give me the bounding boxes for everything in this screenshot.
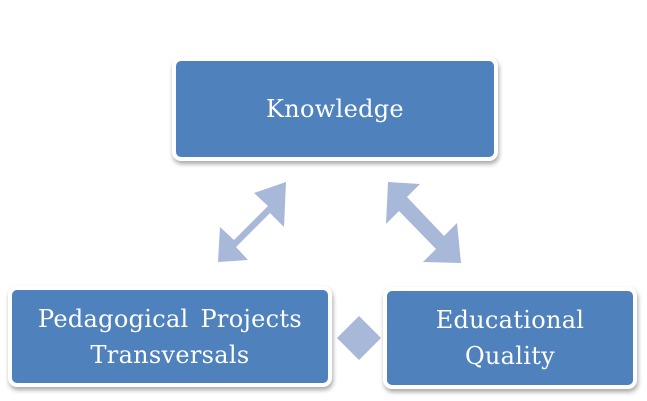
node-educational-quality: Educational Quality (383, 287, 637, 389)
diamond-connector (337, 316, 381, 360)
node-educational-line-2: Quality (464, 342, 556, 370)
node-pedagogical-projects: Pedagogical Projects Transversals (8, 286, 332, 387)
node-knowledge: Knowledge (172, 57, 498, 161)
node-knowledge-label: Knowledge (266, 95, 404, 123)
node-educational-line-1: Educational (435, 306, 585, 334)
node-pedagogical-line-1: Pedagogical Projects (38, 304, 302, 333)
double-arrow-right (386, 182, 461, 263)
node-pedagogical-line-2: Transversals (90, 340, 250, 369)
double-arrow-left (218, 182, 286, 262)
